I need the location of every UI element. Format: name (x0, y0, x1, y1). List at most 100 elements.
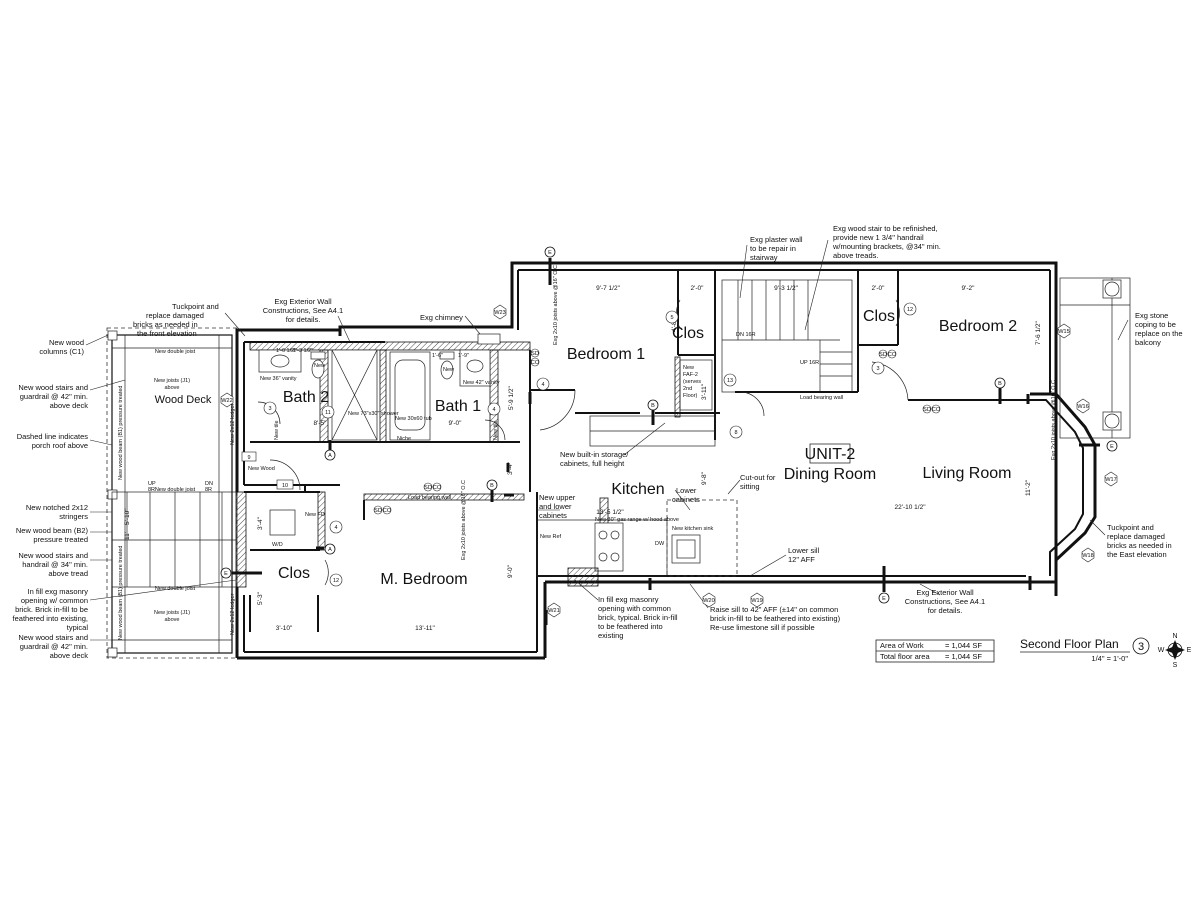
room-bath-2: Bath 2 (283, 389, 329, 406)
label-load-bearing-1: Load bearing wall (800, 395, 843, 401)
note-cutout-1: Cut-out for (740, 473, 776, 482)
co-2: CO (433, 485, 442, 491)
tag-10: 10 (282, 483, 288, 489)
window-tags: W23 W22 W15 W16 W17 W18 W19 W20 W21 (220, 304, 1118, 618)
label-ledger-2: New 2x12 ledger (230, 594, 236, 635)
label-beam-b1-2: New wood beam (B1) pressure treated (118, 546, 124, 640)
label-dw: DW (655, 541, 665, 547)
tag-4a: 4 (334, 525, 337, 531)
smoke-detectors: SD CO SD CO SD CO SD CO SD CO (373, 348, 941, 515)
tag-11: 11 (325, 410, 331, 416)
label-joists-1a: New joists (J1) (154, 378, 190, 384)
plan-number: 3 (1138, 641, 1144, 653)
tag-3a: 3 (268, 406, 271, 412)
dim-closet3-height: 5'-3" (257, 591, 264, 605)
dim-stair-width: 9'-3 1/2" (774, 285, 798, 292)
dim-vanity-3: 1'-6" (432, 353, 443, 359)
note-stair-2: provide new 1 3/4" handrail (833, 233, 924, 242)
note-stone-3: replace on the (1135, 329, 1183, 338)
label-joists-2x10-2: Exg 2x10 joists above @16" O.C (1051, 380, 1057, 460)
note-upper-cab-1: New upper (539, 493, 576, 502)
room-labels: Bath 2 Bath 1 Wood Deck Bedroom 1 Clos C… (155, 308, 1018, 588)
wood-deck (106, 327, 247, 659)
tag-13: 13 (727, 378, 733, 384)
room-bedroom-2: Bedroom 2 (939, 318, 1017, 335)
section-b-3: B (490, 483, 494, 489)
area-row2-value: = 1,044 SF (945, 652, 982, 661)
sd-1: SD (531, 351, 539, 357)
note-raise-sill-1: Raise sill to 42" AFF (±14" on common (710, 605, 838, 614)
label-faf-1: New (683, 365, 694, 371)
dim-faf-height: 3'-11" (701, 383, 708, 400)
note-stone-2: coping to be (1135, 320, 1176, 329)
tag-5: 5 (670, 315, 673, 321)
note-plaster-1: Exg plaster wall (750, 235, 803, 244)
room-dining: Dining Room (784, 466, 876, 483)
compass-icon: N S E W (1158, 633, 1192, 669)
note-stairs34-1: New wood stairs and (18, 551, 88, 560)
co-5: CO (932, 407, 941, 413)
plan-title: Second Floor Plan (1020, 637, 1119, 651)
room-bedroom-1: Bedroom 1 (567, 346, 645, 363)
label-joists-2b: above (165, 617, 180, 623)
window-w21: W21 (548, 608, 559, 614)
label-niche: Niche (397, 436, 411, 442)
dim-bedroom2-height: 7'-6 1/2" (1035, 321, 1042, 345)
label-double-joist-1: New double joist (155, 349, 196, 355)
note-stairs42b-3: above deck (50, 651, 89, 660)
section-markers: E B B B A A E E E (220, 246, 1118, 604)
bath-area (249, 333, 531, 470)
section-e-right: E (1110, 444, 1114, 450)
note-tuckpoint-east-4: the East elevation (1107, 550, 1167, 559)
dim-vanity-1: 1'-6 1/2" (276, 348, 296, 354)
note-tuckpoint-front-1: Tuckpoint and (172, 302, 219, 311)
dim-mbedroom-width: 13'-11" (415, 625, 435, 632)
dim-bath2-width: 8'-5" (314, 420, 328, 427)
note-lower-sill-2: 12" AFF (788, 555, 815, 564)
note-raise-sill-3: Re-use limestone sill if possible (710, 623, 815, 632)
note-infill-left-4: feathered into existing, (13, 614, 88, 623)
label-double-joist-2: New double joist (155, 487, 196, 493)
label-range: New 30" gas range w/ hood above (595, 517, 679, 523)
note-tuckpoint-east-3: bricks as needed in (1107, 541, 1172, 550)
tag-3b: 3 (876, 366, 879, 372)
window-w17: W17 (1105, 477, 1116, 483)
label-8r-1: 8R (148, 487, 155, 493)
room-closet-2: Clos (863, 308, 895, 325)
note-plaster-3: stairway (750, 253, 778, 262)
area-row2-label: Total floor area (880, 652, 930, 661)
window-markers (504, 392, 1032, 625)
note-stairs42b-1: New wood stairs and (18, 633, 88, 642)
window-w15: W15 (1058, 329, 1069, 335)
dim-bath1-width: 9'-0" (449, 420, 463, 427)
note-raise-sill-2: brick in-fill to be feathered into exist… (710, 614, 841, 623)
compass-e: E (1187, 647, 1192, 654)
note-tuckpoint-front-4: the front elevation (137, 329, 197, 338)
note-stairs42b-2: guardrail @ 42" min. (20, 642, 88, 651)
note-stone-1: Exg stone (1135, 311, 1168, 320)
compass-w: W (1158, 647, 1165, 654)
dim-closet2-width: 2'-0" (872, 285, 886, 292)
note-columns-2: columns (C1) (39, 347, 84, 356)
tag-9: 9 (247, 455, 250, 461)
note-builtin-2: cabinets, full height (560, 459, 625, 468)
main-stair (721, 279, 858, 417)
note-beam-2: pressure treated (33, 535, 88, 544)
dim-closet-height: 4'-8" (671, 318, 678, 332)
dim-living-width: 22'-10 1/2" (894, 504, 926, 511)
dim-kitchen-width: 13'-5 1/2" (596, 509, 624, 516)
label-faf-3: (serves (683, 379, 701, 385)
tag-4b: 4 (492, 407, 495, 413)
unit-label: UNIT-2 (805, 446, 856, 463)
room-wood-deck: Wood Deck (155, 394, 212, 406)
note-infill-left-3: brick. Brick in-fill to be (15, 605, 88, 614)
dim-laundry-height: 3'-4" (257, 516, 264, 530)
label-new-wc-1: New (314, 363, 325, 369)
note-stringers-2: stringers (59, 512, 88, 521)
room-living: Living Room (923, 465, 1012, 482)
note-stone-4: balcony (1135, 338, 1161, 347)
window-w18: W18 (1082, 553, 1093, 559)
note-tuckpoint-front-3: bricks as needed in (133, 320, 198, 329)
note-builtin-1: New built-in storage/ (560, 450, 629, 459)
